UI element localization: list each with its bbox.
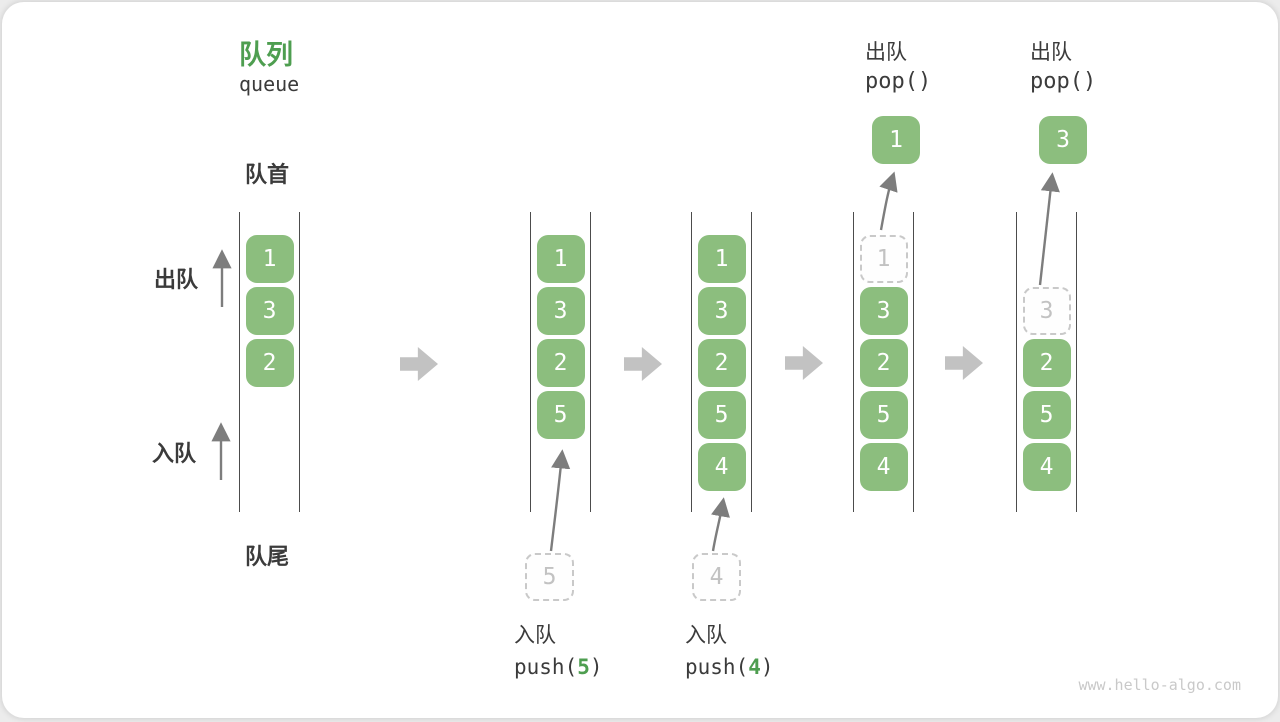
push4-operand-ghost: 4 (692, 553, 741, 601)
push5-label: 入队 (514, 624, 556, 647)
queue-cell: 3 (245, 287, 294, 335)
label-dequeue-side: 出队 (154, 267, 199, 292)
queue-cell-ghost: 3 (1022, 287, 1071, 335)
right-arrow-icon (945, 346, 983, 380)
queue-cell: 2 (697, 339, 746, 387)
label-queue-front: 队首 (245, 162, 290, 187)
queue-state-after-push5: 1 3 2 5 (530, 212, 591, 512)
queue-state-pop3: 3 2 5 4 (1016, 212, 1077, 512)
queue-cell: 5 (697, 391, 746, 439)
push5-operand-ghost: 5 (525, 553, 574, 601)
queue-cell: 4 (859, 443, 908, 491)
figure-title-en: queue (239, 72, 300, 96)
queue-cell: 2 (536, 339, 585, 387)
push4-code-post: ) (760, 655, 774, 679)
pop1-label: 出队 (865, 41, 907, 64)
pop3-popped-box: 3 (1039, 116, 1087, 164)
pop1-popped-box: 1 (872, 116, 920, 164)
queue-state-pop1: 1 3 2 5 4 (853, 212, 914, 512)
queue-cell: 5 (536, 391, 585, 439)
push5-code-arg: 5 (577, 655, 590, 679)
queue-cell: 3 (697, 287, 746, 335)
right-arrow-icon (400, 347, 438, 381)
label-enqueue-side: 入队 (152, 441, 197, 466)
right-arrow-icon (785, 346, 823, 380)
push4-code: push(4) (685, 655, 774, 679)
queue-cell: 5 (1022, 391, 1071, 439)
push5-code-post: ) (589, 655, 603, 679)
queue-cell: 3 (859, 287, 908, 335)
queue-cell: 1 (697, 235, 746, 283)
push4-code-pre: push( (685, 655, 749, 679)
push4-code-arg: 4 (748, 655, 761, 679)
pop3-label: 出队 (1030, 41, 1072, 64)
queue-cell: 1 (536, 235, 585, 283)
queue-cell: 4 (697, 443, 746, 491)
queue-cell: 5 (859, 391, 908, 439)
figure-title-zh: 队列 (239, 40, 293, 70)
queue-state-initial: 1 3 2 (239, 212, 300, 512)
queue-cell-ghost: 1 (859, 235, 908, 283)
right-arrow-icon (624, 347, 662, 381)
queue-cell: 1 (245, 235, 294, 283)
queue-cell: 2 (245, 339, 294, 387)
pop1-code: pop() (865, 69, 932, 94)
push4-label: 入队 (685, 624, 727, 647)
queue-state-after-push4: 1 3 2 5 4 (691, 212, 752, 512)
pop3-code: pop() (1030, 69, 1097, 94)
push5-code: push(5) (514, 655, 603, 679)
queue-cell: 4 (1022, 443, 1071, 491)
label-queue-rear: 队尾 (245, 544, 290, 569)
queue-cell: 2 (1022, 339, 1071, 387)
queue-cell: 2 (859, 339, 908, 387)
push5-code-pre: push( (514, 655, 578, 679)
watermark: www.hello-algo.com (1078, 676, 1241, 694)
queue-cell: 3 (536, 287, 585, 335)
